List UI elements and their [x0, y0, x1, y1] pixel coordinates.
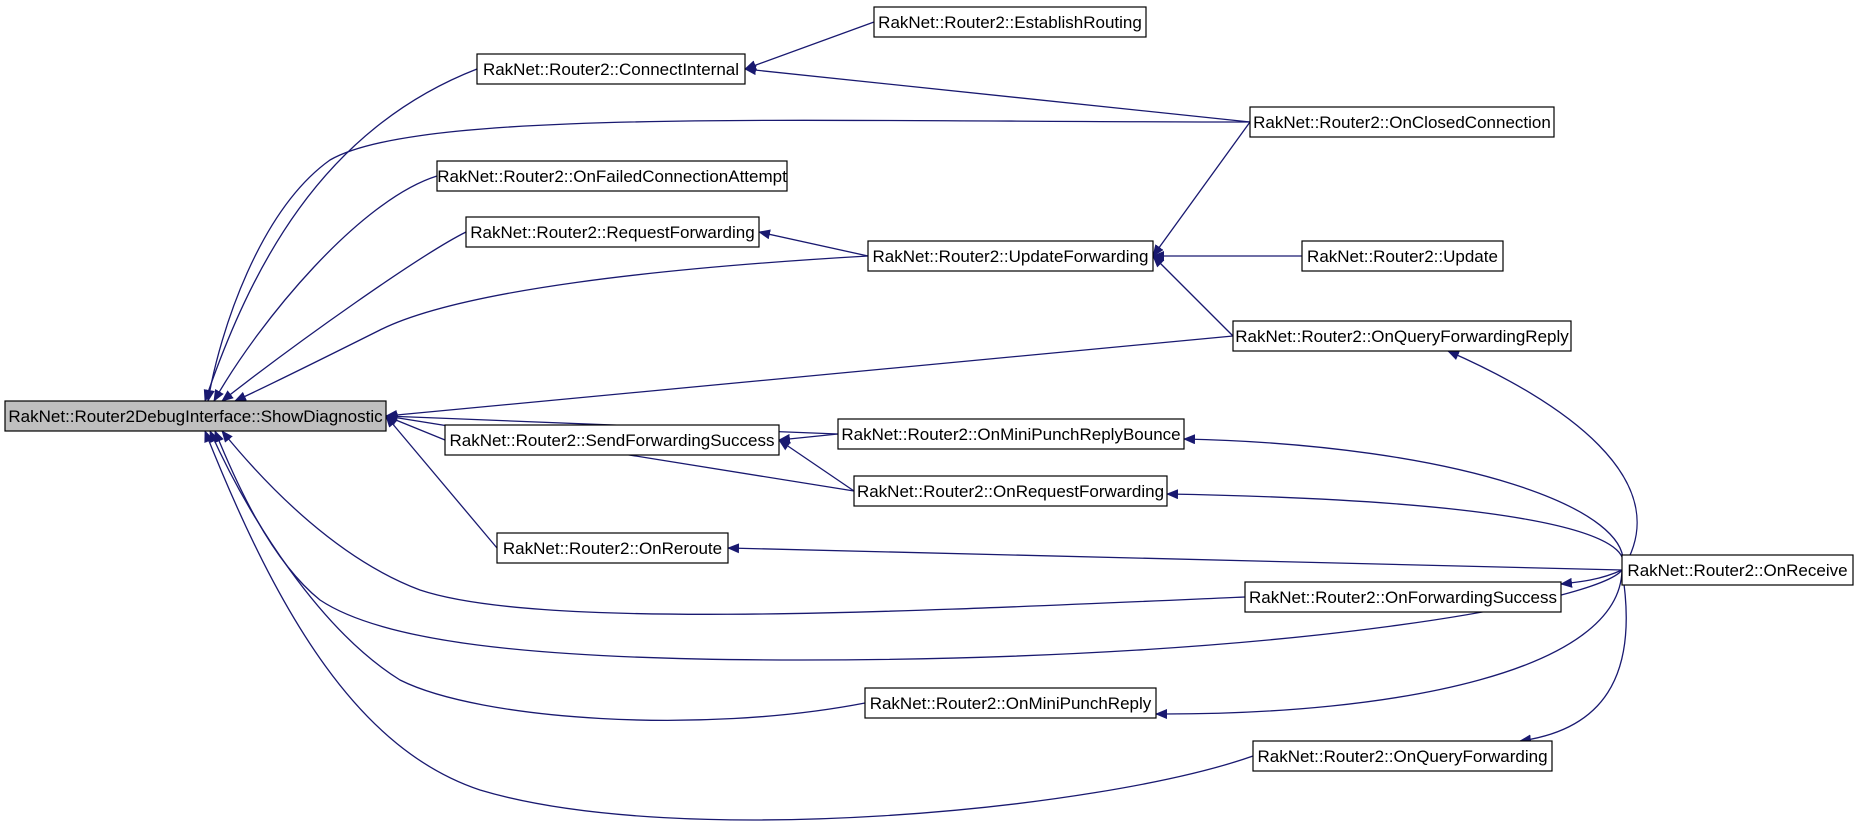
edge-onMiniPunchReply-to-root: [209, 430, 866, 721]
edge-onReceive-to-onQueryForwardingReply: [1447, 350, 1638, 571]
edge-onQueryForwarding-to-root: [204, 430, 1254, 821]
edge-updateForwarding-to-root: [234, 255, 869, 402]
node-box: [1621, 554, 1854, 586]
node-label: RakNet::Router2DebugInterface::ShowDiagn…: [8, 407, 383, 426]
node-update[interactable]: RakNet::Router2::Update: [1301, 240, 1504, 272]
node-box: [444, 424, 780, 456]
node-root[interactable]: RakNet::Router2DebugInterface::ShowDiagn…: [4, 400, 387, 432]
edge-requestForwarding-to-root: [221, 231, 467, 402]
node-label: RakNet::Router2::OnFailedConnectionAttem…: [437, 167, 787, 186]
node-box: [1232, 320, 1572, 352]
edge-onQueryForwardingReply-to-updateForwarding: [1152, 255, 1234, 337]
node-label: RakNet::Router2::OnReceive: [1627, 561, 1847, 580]
node-label: RakNet::Router2::EstablishRouting: [878, 13, 1142, 32]
node-label: RakNet::Router2::OnQueryForwardingReply: [1235, 327, 1569, 346]
node-box: [436, 160, 788, 192]
edge-onReceive-to-root: [214, 430, 1623, 661]
edge-onReceive-to-onMiniPunchReply: [1155, 569, 1623, 720]
node-box: [853, 475, 1168, 507]
node-label: RakNet::Router2::OnQueryForwarding: [1257, 747, 1547, 766]
node-box: [873, 6, 1147, 38]
node-label: RakNet::Router2::UpdateForwarding: [873, 247, 1149, 266]
node-establishRouting[interactable]: RakNet::Router2::EstablishRouting: [873, 6, 1147, 38]
node-label: RakNet::Router2::OnRequestForwarding: [857, 482, 1164, 501]
node-box: [1244, 581, 1562, 613]
node-onReroute[interactable]: RakNet::Router2::OnReroute: [496, 532, 729, 564]
node-sendForwardingSuccess[interactable]: RakNet::Router2::SendForwardingSuccess: [444, 424, 780, 456]
edge-onMiniPunchReplyBounce-to-sendForwardingSuccess: [778, 433, 839, 444]
node-onClosedConnection[interactable]: RakNet::Router2::OnClosedConnection: [1249, 106, 1555, 138]
edge-establishRouting-to-connectInternal: [744, 21, 875, 70]
node-onMiniPunchReplyBounce[interactable]: RakNet::Router2::OnMiniPunchReplyBounce: [837, 418, 1185, 450]
edge-onFailedConnectionAttempt-to-root: [213, 175, 438, 402]
edge-onReceive-to-onForwardingSuccess: [1560, 569, 1623, 588]
edge-onRequestForwarding-to-sendForwardingSuccess: [778, 439, 855, 492]
edge-onQueryForwardingReply-to-root: [385, 335, 1234, 420]
node-box: [1249, 106, 1555, 138]
node-label: RakNet::Router2::SendForwardingSuccess: [449, 431, 774, 450]
node-box: [496, 532, 729, 564]
edge-onReceive-to-onMiniPunchReplyBounce: [1183, 434, 1624, 571]
node-label: RakNet::Router2::OnReroute: [503, 539, 722, 558]
edge-onReceive-to-onRequestForwarding: [1166, 489, 1625, 571]
node-box: [476, 53, 746, 85]
node-label: RakNet::Router2::Update: [1307, 247, 1498, 266]
node-box: [864, 687, 1157, 719]
node-box: [837, 418, 1185, 450]
edge-onForwardingSuccess-to-root: [221, 430, 1246, 615]
node-requestForwarding[interactable]: RakNet::Router2::RequestForwarding: [465, 216, 760, 248]
edge-connectInternal-to-root: [203, 68, 478, 402]
edge-onClosedConnection-to-updateForwarding: [1152, 121, 1251, 257]
node-onReceive[interactable]: RakNet::Router2::OnReceive: [1621, 554, 1854, 586]
node-updateForwarding[interactable]: RakNet::Router2::UpdateForwarding: [867, 240, 1154, 272]
edge-onReroute-to-root: [385, 415, 498, 549]
node-onFailedConnectionAttempt[interactable]: RakNet::Router2::OnFailedConnectionAttem…: [436, 160, 788, 192]
node-onMiniPunchReply[interactable]: RakNet::Router2::OnMiniPunchReply: [864, 687, 1157, 719]
node-label: RakNet::Router2::OnMiniPunchReply: [870, 694, 1152, 713]
node-box: [1301, 240, 1504, 272]
node-label: RakNet::Router2::OnMiniPunchReplyBounce: [841, 425, 1180, 444]
node-box: [867, 240, 1154, 272]
node-onQueryForwarding[interactable]: RakNet::Router2::OnQueryForwarding: [1252, 740, 1553, 772]
edge-updateForwarding-to-requestForwarding: [758, 229, 869, 257]
edge-onClosedConnection-to-connectInternal: [744, 65, 1251, 123]
node-onRequestForwarding[interactable]: RakNet::Router2::OnRequestForwarding: [853, 475, 1168, 507]
nodes-layer: RakNet::Router2DebugInterface::ShowDiagn…: [4, 6, 1854, 772]
node-label: RakNet::Router2::ConnectInternal: [483, 60, 739, 79]
node-onForwardingSuccess[interactable]: RakNet::Router2::OnForwardingSuccess: [1244, 581, 1562, 613]
node-box: [465, 216, 760, 248]
node-label: RakNet::Router2::OnForwardingSuccess: [1249, 588, 1557, 607]
edge-onClosedConnection-to-root: [204, 119, 1251, 402]
node-connectInternal[interactable]: RakNet::Router2::ConnectInternal: [476, 53, 746, 85]
node-onQueryForwardingReply[interactable]: RakNet::Router2::OnQueryForwardingReply: [1232, 320, 1572, 352]
node-box: [4, 400, 387, 432]
edge-onReceive-to-onReroute: [727, 543, 1623, 571]
node-label: RakNet::Router2::OnClosedConnection: [1253, 113, 1551, 132]
node-label: RakNet::Router2::RequestForwarding: [470, 223, 754, 242]
node-box: [1252, 740, 1553, 772]
edge-onReceive-to-onQueryForwarding: [1519, 569, 1627, 745]
edge-sendForwardingSuccess-to-root: [385, 415, 446, 441]
